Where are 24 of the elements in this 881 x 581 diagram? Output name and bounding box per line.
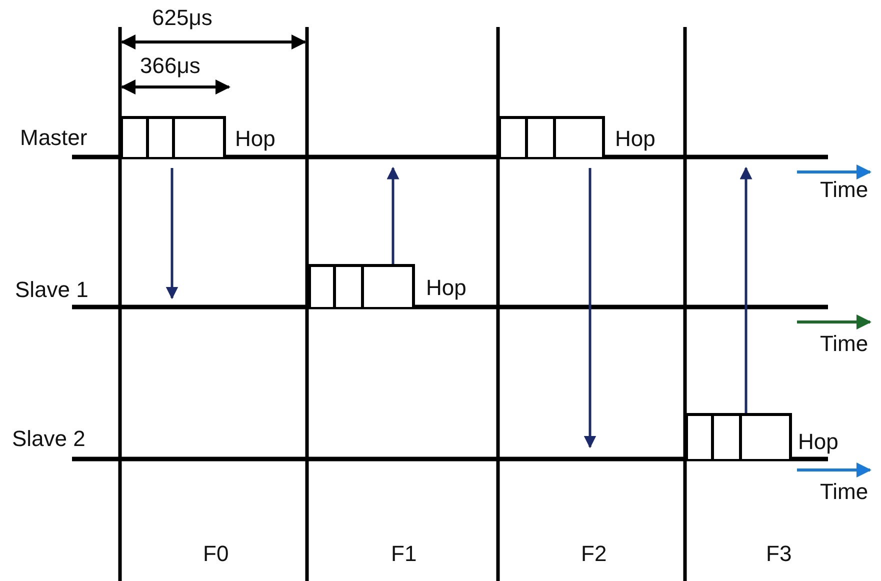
packet-box	[685, 413, 792, 459]
arrow	[386, 166, 400, 264]
axis-label: Time	[820, 480, 868, 504]
arrow	[584, 168, 596, 448]
row-label: Slave 2	[12, 427, 86, 451]
hop-label: Hop	[615, 127, 656, 151]
frame-label: F2	[581, 542, 607, 566]
arrow	[166, 168, 178, 300]
dimension-label: 366μs	[140, 54, 200, 78]
row-label: Slave 1	[15, 278, 88, 302]
frame-label: F0	[203, 542, 229, 566]
arrow	[740, 166, 752, 413]
packet-box	[120, 116, 226, 157]
hop-label: Hop	[235, 127, 276, 151]
packet-box	[498, 116, 605, 157]
row-label: Master	[20, 126, 88, 150]
axis-label: Time	[820, 178, 868, 202]
frame-label: F1	[391, 542, 417, 566]
frame-label: F3	[766, 542, 792, 566]
hop-label: Hop	[426, 276, 466, 300]
axis-label: Time	[820, 332, 868, 356]
packet-box	[308, 264, 415, 307]
dimension-label: 625μs	[152, 6, 212, 30]
hop-label: Hop	[798, 430, 838, 454]
